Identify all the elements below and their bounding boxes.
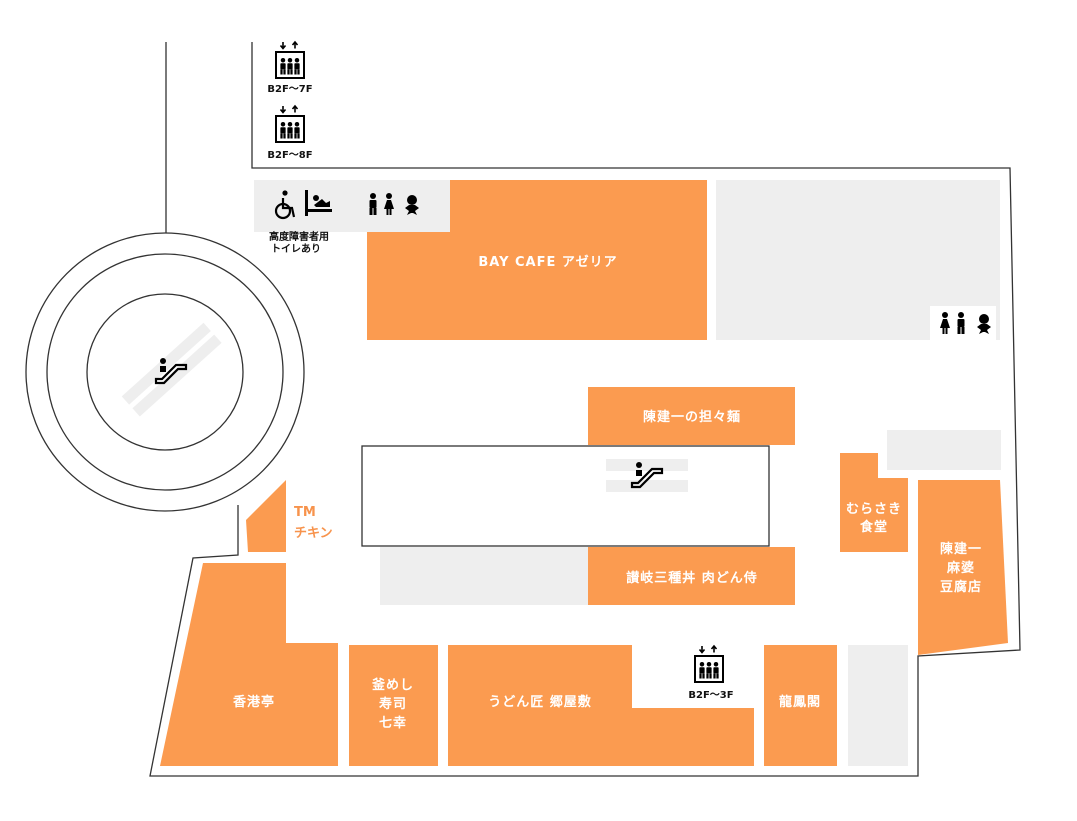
store-udon-block[interactable] bbox=[448, 645, 754, 766]
store-ryuhoukaku-label: 龍鳳閣 bbox=[779, 694, 821, 710]
elevator-mid-label: B2F〜8F bbox=[267, 150, 312, 161]
store-mapo-label-2: 麻婆 bbox=[946, 560, 975, 576]
store-blocks bbox=[160, 180, 1008, 766]
store-koukoutei-block[interactable] bbox=[160, 563, 338, 766]
rotunda-escalator-lane-1 bbox=[121, 322, 211, 405]
store-udon-label: うどん匠 郷屋敷 bbox=[488, 694, 592, 710]
store-koukoutei-label: 香港亭 bbox=[232, 694, 275, 710]
store-kamameshi-label-2: 寿司 bbox=[379, 696, 407, 712]
store-bay-cafe-block[interactable] bbox=[367, 180, 707, 340]
store-ryuhoukaku-block[interactable] bbox=[764, 645, 837, 766]
gray-area-center bbox=[380, 547, 588, 605]
elevator-bottom-label: B2F〜3F bbox=[688, 690, 733, 701]
accessible-toilet-label-1: 高度障害者用 bbox=[269, 230, 329, 243]
store-murasaki-label-2: 食堂 bbox=[860, 519, 888, 535]
escalator-lane-2 bbox=[606, 480, 688, 492]
escalator-void-outline bbox=[361, 445, 770, 547]
gray-area-east-strip bbox=[887, 430, 1001, 470]
escalator-lane-1 bbox=[606, 459, 688, 471]
store-kamameshi-label-1: 釜めし bbox=[371, 677, 414, 693]
elevator-top-label: B2F〜7F bbox=[267, 84, 312, 95]
store-bay-cafe-label: BAY CAFE アゼリア bbox=[478, 254, 617, 270]
store-tantanmen-block[interactable] bbox=[588, 387, 795, 445]
rotunda-escalator-lane-2 bbox=[132, 334, 222, 417]
elevator-mid[interactable]: B2F〜8F bbox=[267, 106, 313, 161]
elevator-icon bbox=[276, 42, 304, 78]
store-sanuki-label: 讃岐三種丼 肉どん侍 bbox=[626, 570, 758, 586]
rotunda-inner-ring bbox=[86, 293, 244, 451]
restroom-right bbox=[930, 306, 996, 342]
store-mapo-label-3: 豆腐店 bbox=[940, 579, 982, 595]
baby-changing-icon bbox=[305, 190, 332, 216]
store-tm-chicken-label-1: TM bbox=[294, 505, 316, 520]
elevator-top[interactable]: B2F〜7F bbox=[267, 42, 313, 95]
store-murasaki-block[interactable] bbox=[840, 453, 908, 552]
store-mapo-label-1: 陳建一 bbox=[940, 541, 982, 557]
elevator-bottom[interactable]: B2F〜3F bbox=[688, 646, 734, 701]
elevator-icon bbox=[276, 106, 304, 142]
store-sanuki-block[interactable] bbox=[588, 547, 795, 605]
store-labels: BAY CAFE アゼリア 陳建一の担々麺 讃岐三種丼 肉どん侍 むらさき 食堂… bbox=[232, 254, 982, 731]
store-kamameshi-block[interactable] bbox=[349, 645, 438, 766]
store-tm-chicken-block[interactable] bbox=[246, 480, 286, 552]
rotunda bbox=[25, 42, 305, 512]
floor-walls bbox=[149, 42, 1021, 777]
center-escalator-void bbox=[361, 445, 770, 547]
elevator-icon bbox=[695, 646, 723, 682]
wheelchair-icon bbox=[274, 190, 296, 220]
rotunda-middle-ring bbox=[46, 253, 284, 491]
accessible-toilet: 高度障害者用 トイレあり bbox=[269, 190, 332, 255]
store-mapo-block[interactable] bbox=[918, 480, 1008, 655]
store-kamameshi-label-3: 七幸 bbox=[379, 715, 407, 731]
store-tm-chicken-label-2: チキン bbox=[294, 526, 333, 541]
accessible-toilet-label-2: トイレあり bbox=[271, 242, 321, 255]
gray-area-south-east bbox=[848, 645, 908, 766]
store-murasaki-label-1: むらさき bbox=[846, 502, 902, 517]
store-tantanmen-label: 陳建一の担々麺 bbox=[643, 409, 741, 425]
